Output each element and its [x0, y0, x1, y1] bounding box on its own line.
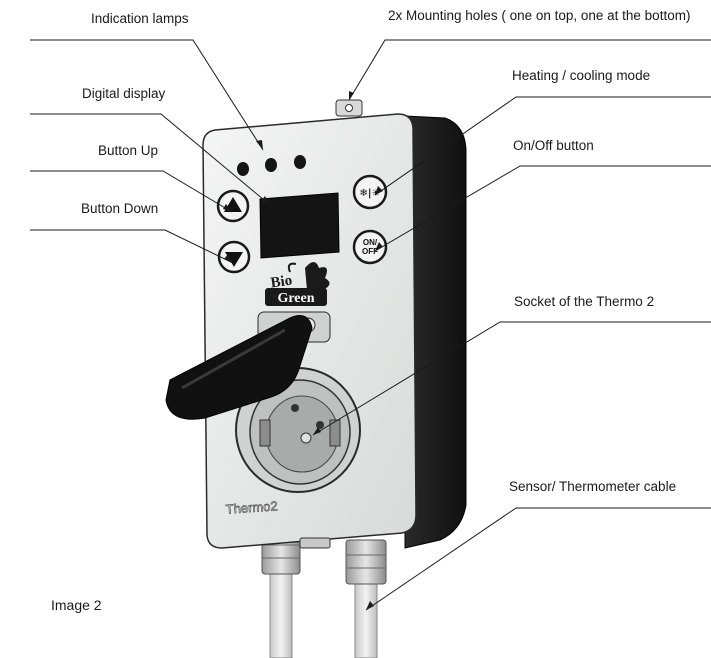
leader-lines — [30, 39, 711, 611]
label-digital-display: Digital display — [82, 86, 166, 101]
button-down[interactable] — [217, 240, 251, 274]
label-socket: Socket of the Thermo 2 — [514, 294, 655, 309]
leader-mounting-holes — [348, 39, 711, 101]
label-sensor-cable: Sensor/ Thermometer cable — [509, 479, 677, 494]
leader-sensor-cable — [365, 507, 711, 611]
leader-button-down — [30, 229, 234, 264]
leader-button-up — [30, 170, 233, 213]
on-off-text-line1: ON/ — [363, 238, 378, 247]
socket-flap — [165, 315, 313, 420]
mode-symbol: ❄|☀ — [360, 188, 381, 199]
on-off-text-line2: OFF — [362, 247, 378, 256]
mounting-hole-top — [335, 99, 363, 117]
heating-cooling-button[interactable] — [352, 174, 388, 210]
brand-bio: Bio — [270, 273, 294, 292]
label-button-up: Button Up — [98, 143, 159, 158]
model-name: Thermo2 — [225, 498, 278, 517]
label-on-off-button: On/Off button — [513, 138, 594, 153]
figure-caption: Image 2 — [51, 597, 102, 613]
leader-socket — [312, 321, 711, 436]
digital-display — [259, 192, 340, 259]
leader-heating-cooling — [374, 96, 711, 196]
leader-on-off — [374, 165, 711, 252]
mounting-hole-bottom — [299, 537, 331, 549]
leader-digital-display — [30, 113, 271, 206]
leader-indication-lamps — [30, 39, 264, 151]
brand-green: Green — [277, 291, 314, 306]
label-mounting-holes: 2x Mounting holes ( one on top, one at t… — [388, 8, 691, 23]
biogreen-logo — [265, 262, 330, 306]
socket — [235, 367, 361, 493]
on-off-button[interactable] — [352, 229, 388, 265]
label-heating-cooling-mode: Heating / cooling mode — [512, 68, 651, 83]
indication-lamps — [237, 155, 306, 176]
flap-highlight — [181, 328, 286, 390]
label-indication-lamps: Indication lamps — [91, 11, 189, 26]
label-button-down: Button Down — [81, 201, 159, 216]
leader-arrowheads — [223, 91, 383, 610]
